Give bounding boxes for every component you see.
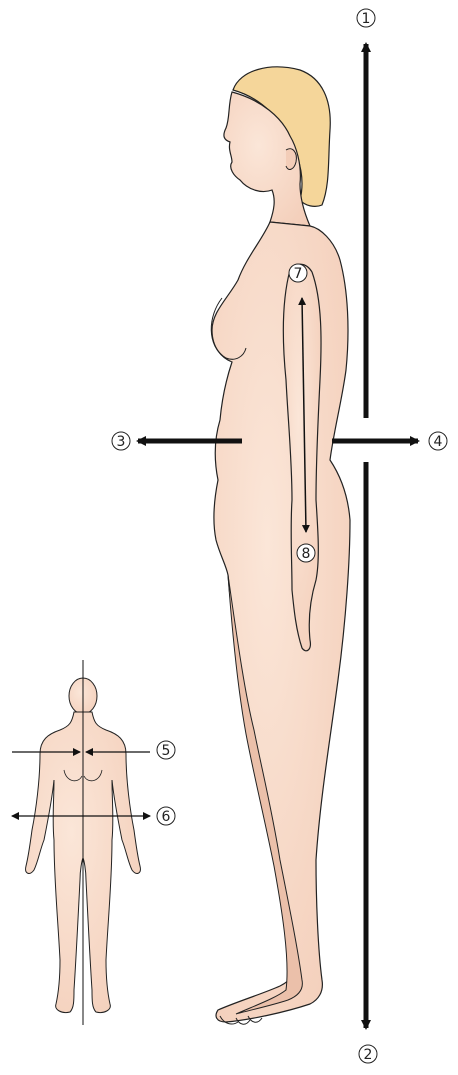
- label-4-text: 4: [434, 434, 443, 450]
- label-5-text: 5: [162, 743, 171, 759]
- label-3: 3: [112, 432, 130, 450]
- label-7: 7: [289, 264, 307, 282]
- label-2: 2: [359, 1045, 377, 1063]
- label-4: 4: [429, 432, 447, 450]
- label-1-text: 1: [362, 11, 371, 27]
- label-8-text: 8: [302, 546, 311, 562]
- label-8: 8: [297, 544, 315, 562]
- front-view-figure: [12, 660, 150, 1025]
- label-2-text: 2: [364, 1047, 373, 1063]
- side-view-figure: [211, 67, 350, 1024]
- label-7-text: 7: [294, 266, 303, 282]
- label-6-text: 6: [162, 809, 171, 825]
- label-3-text: 3: [117, 434, 126, 450]
- label-6: 6: [157, 807, 175, 825]
- ear: [286, 149, 296, 170]
- label-5: 5: [157, 741, 175, 759]
- label-1: 1: [357, 9, 375, 27]
